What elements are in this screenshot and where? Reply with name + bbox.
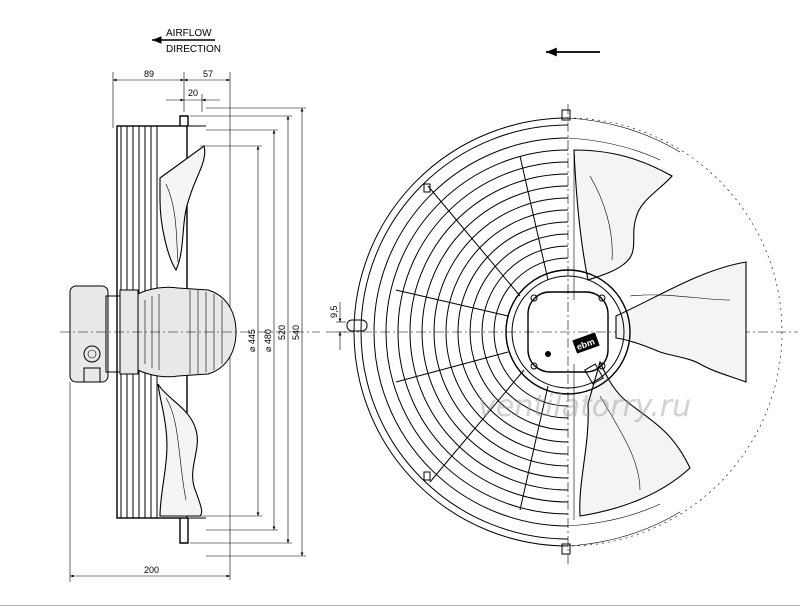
front-view: 9,5 [326, 47, 798, 566]
dim-20-label: 20 [188, 88, 198, 98]
hub-bolt-icon [545, 351, 551, 357]
dimension-520: 520 [190, 115, 292, 544]
side-view: 89 57 20 [60, 69, 320, 582]
dimension-540: 540 [206, 107, 306, 557]
watermark-text: ventilatorry.ru [478, 389, 691, 424]
front-blades [573, 149, 747, 517]
airflow-text-line2: DIRECTION [166, 44, 221, 55]
side-motor [69, 285, 237, 383]
dim-480-label: ⌀ 480 [263, 329, 273, 352]
airflow-direction-label: AIRFLOW DIRECTION [152, 28, 221, 55]
dim-200-label: 200 [144, 565, 159, 575]
mounting-lug [346, 319, 368, 332]
dim-540-label: 540 [291, 325, 301, 340]
dim-445-label: ⌀ 445 [247, 329, 257, 352]
guard-grille [353, 109, 783, 555]
dimension-89: 89 [112, 69, 184, 128]
dim-520-label: 520 [277, 325, 287, 340]
front-hub: ebm [505, 269, 631, 395]
airflow-text-line1: AIRFLOW [166, 28, 212, 39]
dim-89-label: 89 [144, 69, 154, 79]
dim-9-5-label: 9,5 [329, 305, 339, 318]
dim-57-label: 57 [203, 69, 213, 79]
cable-box [584, 363, 604, 385]
dimension-445: ⌀ 445 [200, 145, 262, 517]
cable-gland-icon [83, 345, 101, 363]
nameplate-logo [572, 332, 600, 354]
dimension-200: 200 [69, 382, 230, 582]
dimension-480: ⌀ 480 [206, 129, 278, 531]
dimension-9-5: 9,5 [329, 302, 346, 350]
side-blades [157, 145, 206, 517]
dimension-20: 20 [166, 88, 220, 112]
bottom-divider [0, 605, 800, 606]
